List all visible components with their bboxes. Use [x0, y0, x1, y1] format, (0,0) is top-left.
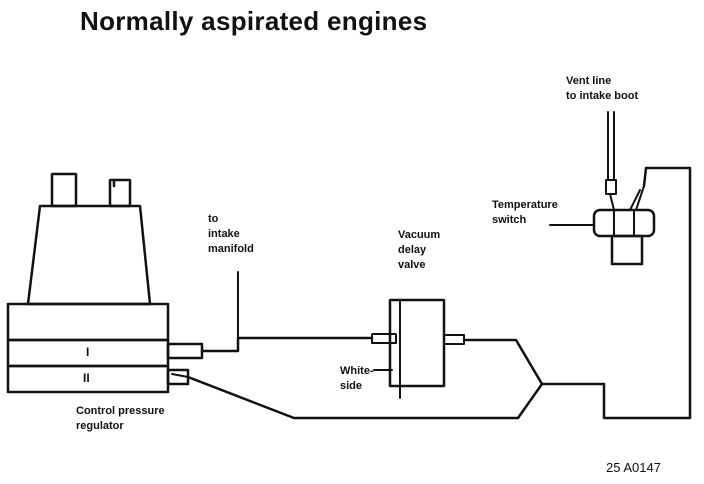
page-title: Normally aspirated engines: [80, 6, 428, 36]
temperature-switch: [592, 111, 656, 266]
temperature-switch-body: [592, 208, 656, 238]
hose-port-one-to-valve: [200, 336, 374, 353]
label-vacuum-delay-valve: Vacuum delay valve: [398, 228, 440, 273]
control-pressure-regulator: [6, 172, 204, 394]
label-vent-line: Vent line to intake boot: [566, 74, 638, 104]
regulator-body: [26, 204, 152, 306]
label-white-side-1: White-: [340, 365, 374, 377]
label-vent-line-1: Vent line: [566, 75, 612, 87]
label-control-pressure-2: regulator: [76, 420, 124, 432]
label-white-side: White- side: [340, 364, 374, 394]
hose-valve-to-junction: [462, 338, 544, 386]
vacuum-delay-valve: [371, 298, 465, 399]
label-vacuum-delay-1: Vacuum: [398, 229, 441, 241]
temperature-switch-vent-nipple: [605, 179, 617, 195]
label-white-side-2: side: [340, 380, 363, 392]
label-port-two: II: [83, 371, 90, 385]
label-vent-line-2: to intake boot: [566, 90, 639, 102]
label-vacuum-delay-2: delay: [398, 244, 427, 256]
hose-junction-to-temperature-switch: [540, 166, 692, 420]
label-intake-manifold: to intake manifold: [208, 212, 254, 257]
label-control-pressure-1: Control pressure: [76, 405, 165, 417]
regulator-base: [6, 302, 170, 342]
label-vacuum-delay-3: valve: [398, 259, 426, 271]
hose-port-two-to-junction: [186, 375, 544, 420]
label-port-one: I: [86, 345, 90, 359]
label-intake-manifold-3: manifold: [208, 243, 254, 255]
label-intake-manifold-2: intake: [208, 228, 240, 240]
temperature-switch-stem: [610, 234, 644, 266]
figure-number: 25 A0147: [606, 460, 661, 475]
label-temperature-switch-2: switch: [492, 214, 527, 226]
label-temperature-switch-1: Temperature: [492, 199, 558, 211]
regulator-port-one-nipple: [166, 342, 204, 360]
label-control-pressure-regulator: Control pressure regulator: [76, 404, 165, 434]
label-intake-manifold-1: to: [208, 213, 219, 225]
label-temperature-switch: Temperature switch: [492, 198, 558, 228]
vacuum-delay-valve-body: [388, 298, 446, 388]
regulator-left-nipple: [50, 172, 78, 208]
